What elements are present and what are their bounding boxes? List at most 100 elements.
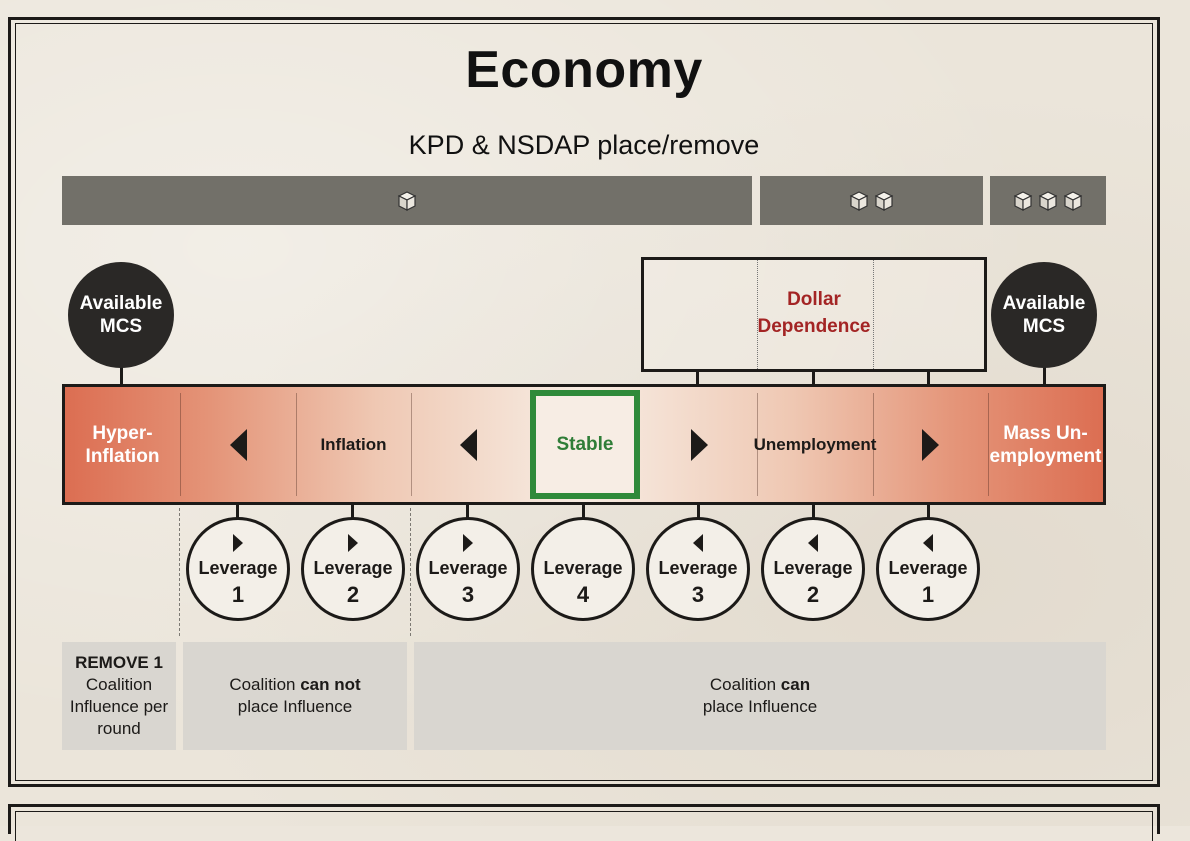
track-divider	[296, 393, 297, 496]
mcs-label-line2: MCS	[1022, 316, 1066, 337]
arrow-left-icon	[460, 428, 477, 461]
dollar-dependence-label: Dollar Dependence	[644, 286, 984, 340]
rule-can-bold: can	[780, 675, 811, 694]
hyperinflation-line2: Inflation	[85, 445, 160, 467]
track-divider	[757, 393, 758, 496]
connector-line	[351, 505, 354, 518]
connector-line	[927, 505, 930, 518]
arrow-right-icon	[233, 534, 243, 552]
leverage-label: Leverage	[198, 558, 278, 578]
arrow-right-icon	[691, 428, 708, 461]
rule-remove-bold: REMOVE 1	[75, 653, 163, 672]
cost-bar-one-cube	[62, 176, 752, 225]
arrow-right-icon	[922, 428, 939, 461]
dotted-guide	[179, 508, 180, 636]
rule-can-place: Coalition can place Influence	[414, 642, 1106, 750]
unemployment-label: Unemployment	[753, 434, 877, 454]
arrow-right-icon	[348, 534, 358, 552]
track-space-inflation[interactable]: Inflation	[296, 387, 411, 502]
rule-can-line2: place Influence	[702, 697, 818, 716]
hyperinflation-line1: Hyper-	[92, 422, 153, 444]
arrow-left-icon	[923, 534, 933, 552]
track-space-left-3[interactable]	[180, 387, 296, 502]
connector-line	[120, 365, 123, 385]
connector-line	[697, 505, 700, 518]
leverage-value: 3	[691, 582, 705, 607]
mcs-label-line1: Available	[79, 293, 163, 314]
track-space-right-3[interactable]	[873, 387, 988, 502]
rule-cannot-line2: place Influence	[237, 697, 353, 716]
cube-icon	[1012, 190, 1034, 212]
leverage-circle[interactable]: Leverage 2	[761, 517, 865, 621]
cube-icon	[396, 190, 418, 212]
connector-line	[696, 370, 699, 385]
rule-remove-line3: Influence per	[69, 697, 169, 716]
track-space-hyperinflation[interactable]: Hyper-Inflation	[65, 387, 180, 502]
leverage-circle[interactable]: Leverage 2	[301, 517, 405, 621]
rule-cannot-pre: Coalition	[229, 675, 301, 694]
leverage-label: Leverage	[428, 558, 508, 578]
leverage-circle[interactable]: Leverage 1	[186, 517, 290, 621]
dollar-divider	[757, 260, 758, 369]
dollar-dependence-box[interactable]: Dollar Dependence	[641, 257, 987, 372]
leverage-value: 3	[461, 582, 475, 607]
leverage-label: Leverage	[773, 558, 853, 578]
dotted-guide	[410, 508, 411, 636]
leverage-circle[interactable]: Leverage 1	[876, 517, 980, 621]
track-space-mass-unemployment[interactable]: Mass Un-employment	[988, 387, 1103, 502]
track-space-unemployment[interactable]: Unemployment	[754, 387, 877, 502]
connector-line	[236, 505, 239, 518]
track-space-stable[interactable]: Stable	[530, 390, 640, 499]
dollar-divider	[873, 260, 874, 369]
connector-line	[812, 505, 815, 518]
place-remove-subtitle: KPD & NSDAP place/remove	[408, 130, 760, 160]
rule-can-pre: Coalition	[709, 675, 781, 694]
mcs-label-line2: MCS	[99, 316, 143, 337]
leverage-circle[interactable]: Leverage 4	[531, 517, 635, 621]
track-space-left-1[interactable]	[411, 387, 526, 502]
connector-line	[927, 370, 930, 385]
track-space-right-1[interactable]	[642, 387, 757, 502]
cube-icon	[1062, 190, 1084, 212]
track-divider	[180, 393, 181, 496]
leverage-value: 1	[231, 582, 245, 607]
mass-unemployment-line2: employment	[989, 445, 1102, 467]
next-panel-frame-outer	[8, 804, 1160, 834]
arrow-left-icon	[693, 534, 703, 552]
arrow-left-icon	[808, 534, 818, 552]
connector-line	[466, 505, 469, 518]
board-frame-inner	[15, 23, 1153, 781]
leverage-value: 4	[576, 582, 590, 607]
cube-icon	[873, 190, 895, 212]
track-divider	[411, 393, 412, 496]
track-divider	[988, 393, 989, 496]
connector-line	[582, 505, 585, 518]
cube-icon	[848, 190, 870, 212]
stable-label: Stable	[556, 433, 614, 455]
connector-line	[812, 370, 815, 385]
rule-cannot-place: Coalition can not place Influence	[183, 642, 407, 750]
leverage-label: Leverage	[658, 558, 738, 578]
next-panel-frame-inner	[15, 811, 1153, 841]
rule-cannot-bold: can not	[300, 675, 361, 694]
mcs-label-line1: Available	[1002, 293, 1086, 314]
cost-bar-two-cubes	[760, 176, 983, 225]
arrow-left-icon	[229, 428, 247, 461]
leverage-circle[interactable]: Leverage 3	[416, 517, 520, 621]
connector-line	[1043, 365, 1046, 385]
leverage-value: 2	[346, 582, 360, 607]
track-divider	[873, 393, 874, 496]
cube-icon	[1037, 190, 1059, 212]
board-frame-outer	[8, 17, 1160, 787]
leverage-label: Leverage	[543, 558, 623, 578]
dollar-line2: Dependence	[757, 316, 871, 337]
inflation-label: Inflation	[320, 434, 387, 454]
page-title: Economy	[465, 41, 703, 99]
economy-track: Hyper-Inflation Inflation Stable Unemplo…	[62, 384, 1106, 505]
leverage-circle[interactable]: Leverage 3	[646, 517, 750, 621]
leverage-label: Leverage	[888, 558, 968, 578]
rule-remove-line4: round	[97, 719, 141, 738]
dollar-line1: Dollar	[787, 289, 841, 310]
